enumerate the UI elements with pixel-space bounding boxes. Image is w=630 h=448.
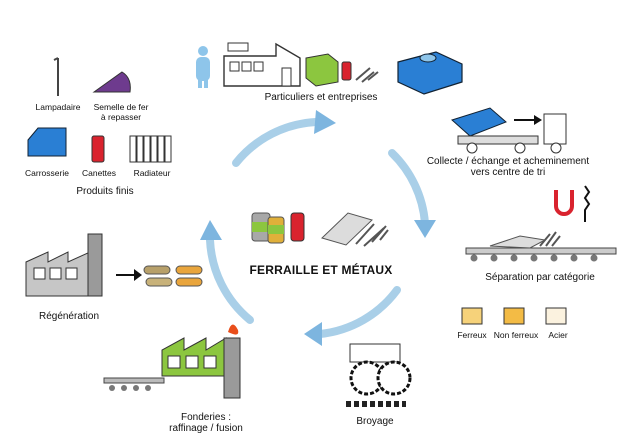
center-title: FERRAILLE ET MÉTAUX <box>249 263 393 277</box>
arrowhead-top <box>314 110 336 134</box>
label-crush: Broyage <box>356 416 394 427</box>
label-products-title: Produits finis <box>76 186 134 197</box>
cycle-arc-right <box>388 149 429 227</box>
streetlamp-icon <box>53 57 59 96</box>
label-radiateur: Radiateur <box>133 168 171 178</box>
sources-icon <box>196 42 463 95</box>
bin-ferreux <box>461 307 483 325</box>
label-iron: Semelle de fer à repasser <box>93 102 149 122</box>
can-icon <box>91 135 105 163</box>
iron-icon <box>92 71 131 93</box>
label-acier: Acier <box>548 330 568 340</box>
bin-non-ferreux <box>503 307 525 325</box>
cycle-arc-bottom <box>316 286 401 338</box>
arrowhead-right <box>414 220 436 238</box>
regeneration-icon <box>25 233 203 297</box>
label-sources: Particuliers et entreprises <box>264 92 378 103</box>
label-foundry: Fonderies : raffinage / fusion <box>169 412 243 434</box>
label-sort: Séparation par catégorie <box>485 272 595 283</box>
label-lampadaire: Lampadaire <box>35 102 81 112</box>
arrowhead-bottom <box>304 322 322 346</box>
label-regen: Régénération <box>38 311 100 322</box>
label-non-ferreux: Non ferreux <box>493 330 539 340</box>
label-ferreux: Ferreux <box>457 330 487 340</box>
label-collect: Collecte / échange et acheminement vers … <box>426 156 590 178</box>
center-scrap-icon <box>251 212 389 247</box>
cycle-arrowheads <box>200 110 436 346</box>
products-icons <box>27 57 172 163</box>
arrowhead-left <box>200 220 222 240</box>
foundry-icon <box>103 324 241 399</box>
collect-truck-icon <box>451 107 567 154</box>
bin-acier <box>545 307 567 325</box>
radiator-icon <box>129 135 172 163</box>
label-carrosserie: Carrosserie <box>25 168 69 178</box>
crusher-icon <box>346 343 412 407</box>
category-bins <box>461 307 567 325</box>
cycle-ring <box>206 118 429 338</box>
label-canettes: Canettes <box>81 168 117 178</box>
car-door-icon <box>27 127 67 157</box>
cycle-arc-top <box>232 118 320 167</box>
sorting-icon <box>465 185 617 262</box>
cycle-arc-left <box>206 236 254 324</box>
